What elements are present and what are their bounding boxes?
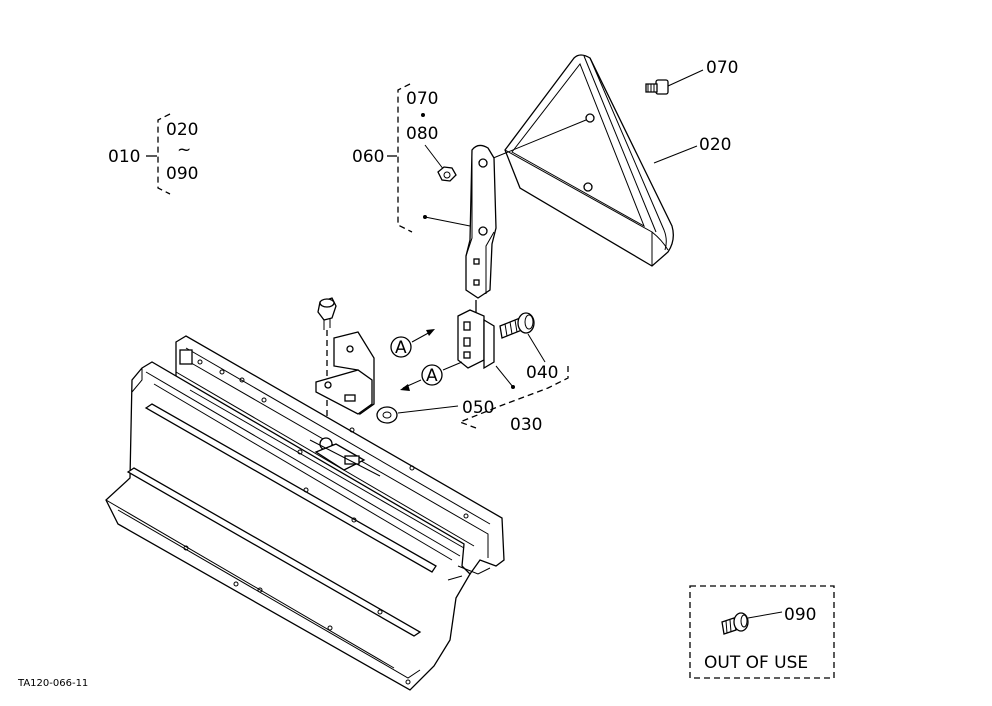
frame-panel (105, 335, 505, 691)
mount-bracket (315, 297, 375, 440)
label-070-right: 070 (706, 58, 738, 78)
screw-070 (645, 69, 704, 95)
hinge-bracket-030 (457, 309, 515, 389)
label-050: 050 (462, 398, 494, 418)
label-070-top: 070 (406, 89, 438, 109)
group-060-callout: 060 070 080 (352, 83, 471, 233)
label-080: 080 (406, 124, 438, 144)
label-010-to: 090 (166, 164, 198, 184)
washer-050 (376, 405, 459, 424)
out-of-use-box: 090 OUT OF USE (689, 585, 835, 679)
label-010-tilde: ~ (177, 140, 191, 160)
group-010-callout: 010 020 ~ 090 (108, 113, 198, 195)
label-010-from: 020 (166, 120, 198, 140)
label-040: 040 (526, 363, 558, 383)
view-a-label-2: A (426, 366, 438, 386)
view-a-label-1: A (395, 338, 407, 358)
triangle-reflector-020 (485, 54, 674, 267)
label-090: 090 (784, 605, 816, 625)
label-060: 060 (352, 147, 384, 167)
label-010: 010 (108, 147, 140, 167)
drawing-code: TA120-066-11 (17, 678, 88, 689)
label-030: 030 (510, 415, 542, 435)
view-a-marker-lower: A (400, 361, 463, 391)
label-020: 020 (699, 135, 731, 155)
out-of-use-label: OUT OF USE (704, 653, 808, 673)
view-a-marker-upper: A (390, 329, 435, 358)
stay-bracket-060 (465, 144, 497, 299)
nut-080 (437, 166, 457, 182)
bolt-040 (499, 312, 546, 363)
